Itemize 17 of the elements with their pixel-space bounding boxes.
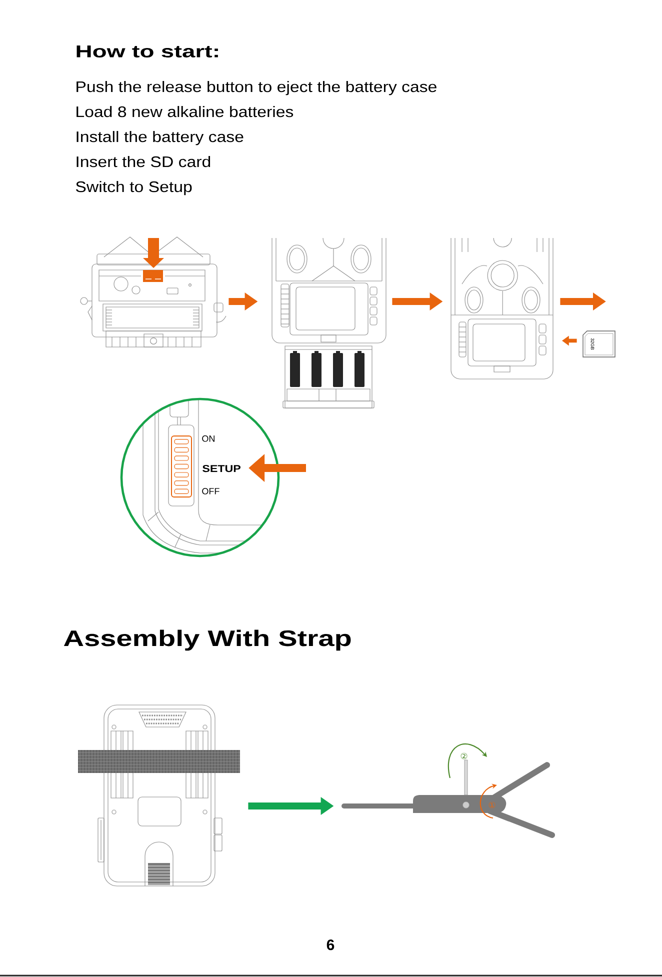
switch-label: SETUP xyxy=(202,465,240,472)
heading: How to start: xyxy=(76,45,218,58)
instruction-text: Install the battery case xyxy=(76,130,244,146)
camera-drawing xyxy=(450,238,554,380)
camera-drawing xyxy=(272,238,386,408)
camera-drawing xyxy=(80,236,226,348)
switch-label: ON xyxy=(202,435,214,442)
instruction-text: Switch to Setup xyxy=(76,180,192,196)
instruction-text: Insert the SD card xyxy=(76,156,210,168)
page-number: 6 xyxy=(326,940,334,950)
instruction-text: Load 8 new alkaline batteries xyxy=(76,106,294,118)
heading: Assembly With Strap xyxy=(64,630,351,651)
mount-drawing xyxy=(342,760,555,838)
camera-drawing xyxy=(78,704,240,886)
step-number: ① xyxy=(488,802,496,808)
switch-label: OFF xyxy=(202,488,220,494)
instruction-text: Push the release button to eject the battery case xyxy=(76,80,436,96)
